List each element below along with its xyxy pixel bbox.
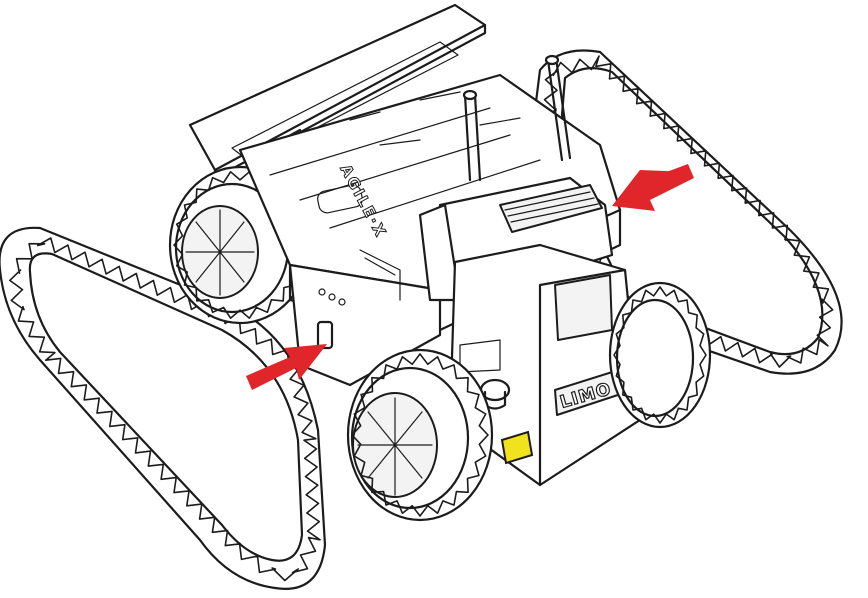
front-left-wheel xyxy=(346,348,494,522)
side-button xyxy=(316,320,334,350)
front-right-wheel xyxy=(608,281,712,429)
front-right-wheel-tread xyxy=(613,286,707,424)
yellow-indicator xyxy=(500,430,534,465)
head: LIMO xyxy=(418,176,642,487)
depth-camera xyxy=(499,184,603,233)
right-arrow xyxy=(612,164,694,211)
left-arrow xyxy=(246,344,327,390)
left-track-tread xyxy=(9,237,321,582)
front-display xyxy=(554,274,613,341)
front-left-wheel-tread xyxy=(351,353,489,517)
